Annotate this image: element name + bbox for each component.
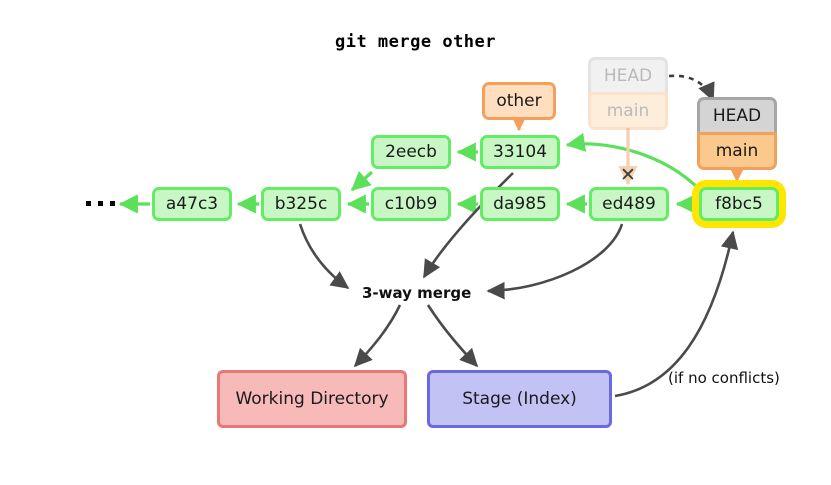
commit-label: 33104 — [492, 141, 548, 162]
edge-ed489-to-merge — [486, 223, 624, 300]
edge-merge-to-working-directory — [353, 304, 402, 368]
three-way-merge-label: 3-way merge — [362, 284, 472, 302]
head-ref-label: HEAD — [603, 65, 653, 86]
commit-node-c10b9[interactable]: c10b9 — [371, 187, 451, 221]
commit-label: f8bc5 — [715, 193, 763, 214]
main-ref-current[interactable]: main — [697, 132, 777, 170]
branch-ref-label: other — [496, 90, 542, 111]
commit-node-da985[interactable]: da985 — [480, 187, 560, 221]
commit-label: a47c3 — [165, 193, 219, 214]
ref-group-previous: HEAD main — [588, 57, 668, 133]
commit-label: da985 — [493, 193, 547, 214]
main-ref-label: main — [715, 140, 759, 161]
ellipsis-dot — [110, 201, 115, 206]
commit-node-a47c3[interactable]: a47c3 — [152, 187, 232, 221]
main-ref-previous: main — [588, 92, 668, 130]
working-directory-box[interactable]: Working Directory — [217, 370, 407, 428]
diagram-title: git merge other — [334, 32, 497, 52]
ellipsis-dot — [98, 201, 103, 206]
commit-label: 2eecb — [385, 141, 437, 162]
commit-label: c10b9 — [384, 193, 438, 214]
if-no-conflicts-label: (if no conflicts) — [668, 369, 780, 387]
stage-index-label: Stage (Index) — [462, 388, 577, 409]
severed-pointer-x-icon: ✕ — [620, 164, 636, 186]
commit-node-f8bc5[interactable]: f8bc5 — [699, 187, 779, 221]
commit-label: ed489 — [602, 193, 656, 214]
working-directory-label: Working Directory — [235, 388, 389, 409]
commit-node-ed489[interactable]: ed489 — [589, 187, 669, 221]
main-ref-label: main — [606, 100, 650, 121]
commit-label: b325c — [274, 193, 328, 214]
head-ref-label: HEAD — [712, 105, 762, 126]
edge-merge-to-stage — [426, 304, 479, 368]
stage-index-box[interactable]: Stage (Index) — [427, 370, 612, 428]
head-ref-current[interactable]: HEAD — [697, 97, 777, 135]
branch-ref-other[interactable]: other — [482, 82, 556, 120]
history-ellipsis — [86, 201, 115, 206]
commit-node-2eecb[interactable]: 2eecb — [371, 135, 451, 169]
ref-group-current: HEAD main — [697, 97, 777, 173]
ellipsis-dot — [86, 201, 91, 206]
edge-2eecb-to-b325c — [350, 170, 374, 192]
commit-node-b325c[interactable]: b325c — [261, 187, 341, 221]
edge-b325c-to-merge — [298, 223, 350, 290]
head-ref-previous: HEAD — [588, 57, 668, 95]
commit-node-33104[interactable]: 33104 — [480, 135, 560, 169]
